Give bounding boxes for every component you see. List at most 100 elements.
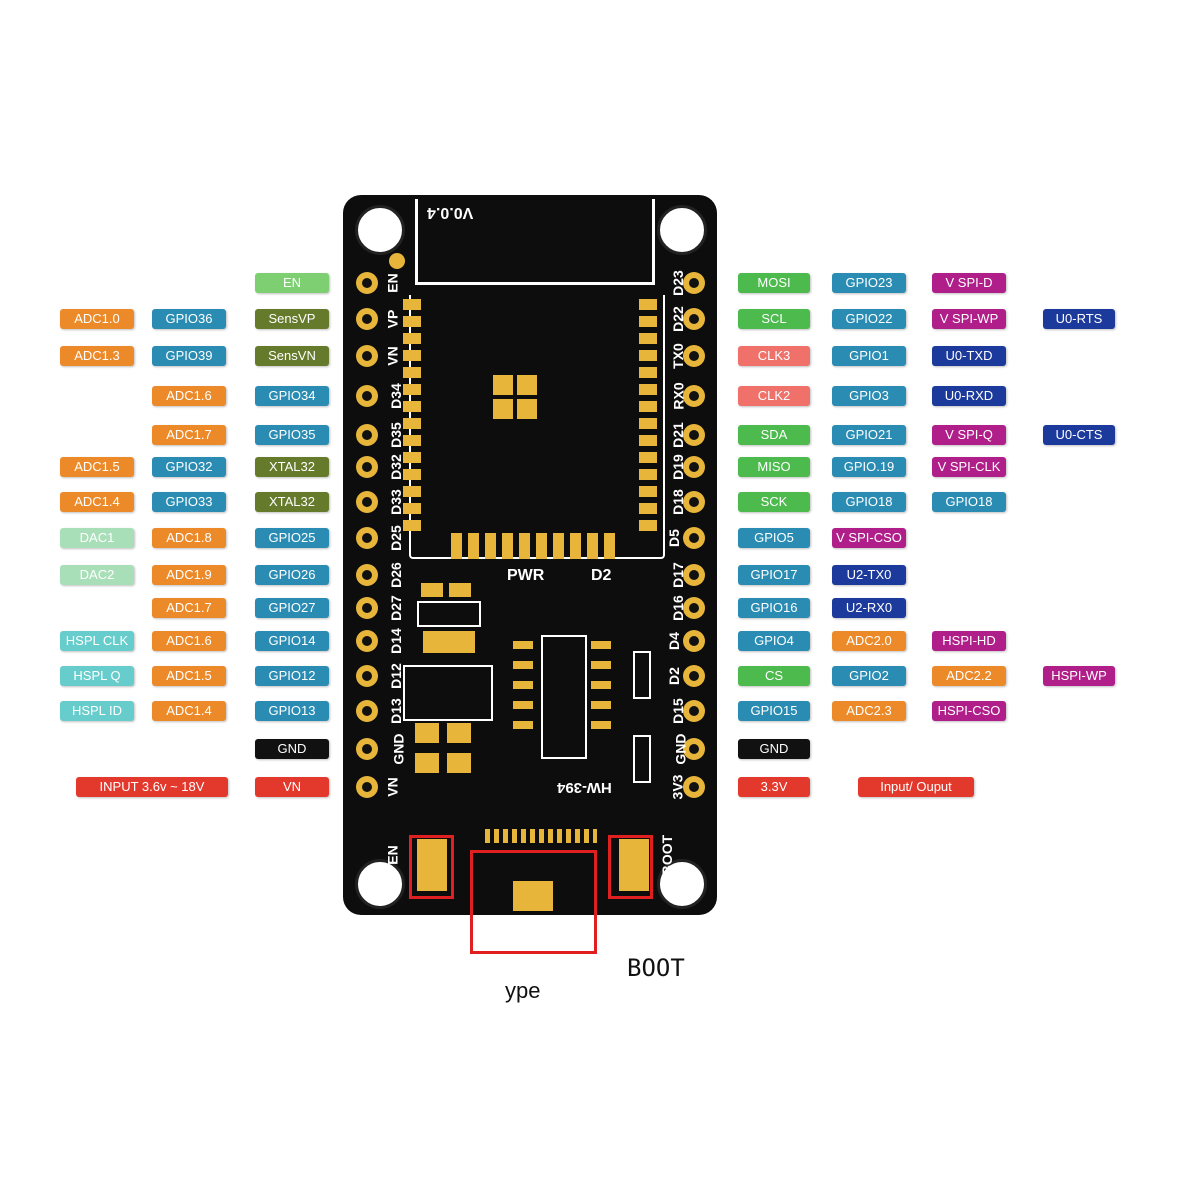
left-pin-label: SensVP: [255, 309, 329, 329]
right-pin-label: V SPI-Q: [932, 425, 1006, 445]
left-pin-label: ADC1.5: [60, 457, 134, 477]
left-pin-silk-label: VP: [384, 309, 401, 329]
right-header-pin: [683, 385, 705, 407]
left-pin-silk-label: EN: [384, 273, 401, 293]
module-castellation: [639, 333, 657, 344]
left-header-pin: [356, 665, 378, 687]
module-pad: [493, 375, 513, 395]
smd-component: [449, 583, 471, 597]
chip-pin: [591, 661, 611, 669]
en-button[interactable]: [417, 839, 447, 891]
right-pin-label: MISO: [738, 457, 810, 477]
smd-component-outline: [417, 601, 481, 627]
usb-shield-pad: [513, 881, 553, 911]
module-castellation: [403, 401, 421, 412]
smd-component: [447, 723, 471, 743]
module-castellation: [403, 520, 421, 531]
right-header-pin: [683, 597, 705, 619]
module-castellation: [403, 418, 421, 429]
left-pin-label: GPIO35: [255, 425, 329, 445]
chip-pin: [513, 641, 533, 649]
right-pin-label: GPIO21: [832, 425, 906, 445]
module-castellation: [403, 486, 421, 497]
right-pin-label: MOSI: [738, 273, 810, 293]
right-header-pin: [683, 665, 705, 687]
right-pin-label: GPIO23: [832, 273, 906, 293]
right-pin-silk-label: D21: [669, 422, 686, 448]
chip-pin: [513, 681, 533, 689]
left-pin-silk-label: D25: [387, 525, 404, 551]
mount-hole-top-right: [657, 205, 707, 255]
module-castellation: [403, 469, 421, 480]
right-pin-label: SCK: [738, 492, 810, 512]
right-pin-silk-label: D22: [669, 306, 686, 332]
right-pin-label: U0-RXD: [932, 386, 1006, 406]
left-pin-label: GPIO12: [255, 666, 329, 686]
module-pad: [517, 375, 537, 395]
module-castellation: [553, 533, 564, 559]
mount-hole-bottom-right: [657, 859, 707, 909]
left-pin-label: GPIO27: [255, 598, 329, 618]
left-header-pin: [356, 738, 378, 760]
en-button-label: EN: [384, 845, 401, 865]
module-castellation: [451, 533, 462, 559]
right-header-pin: [683, 776, 705, 798]
left-header-pin: [356, 597, 378, 619]
en-button-highlight: [409, 835, 454, 899]
left-pin-label: HSPL ID: [60, 701, 134, 721]
right-pin-label: V SPI-CSO: [832, 528, 906, 548]
left-pin-silk-label: D13: [387, 698, 404, 724]
module-castellation: [639, 469, 657, 480]
right-pin-silk-label: D17: [669, 562, 686, 588]
pwr-led-label: PWR: [507, 567, 545, 584]
left-pin-silk-label: D26: [387, 562, 404, 588]
module-castellation: [403, 299, 421, 310]
left-pin-label: ADC1.6: [152, 386, 226, 406]
left-pin-label: ADC1.9: [152, 565, 226, 585]
right-pin-label: U2-TX0: [832, 565, 906, 585]
right-header-pin: [683, 564, 705, 586]
esp32-module-outline: [409, 295, 665, 559]
left-pin-label: XTAL32: [255, 492, 329, 512]
right-pin-label: GPIO17: [738, 565, 810, 585]
left-header-pin: [356, 630, 378, 652]
smd-component-outline: [633, 735, 651, 783]
module-castellation: [639, 316, 657, 327]
module-castellation: [639, 503, 657, 514]
left-header-pin: [356, 272, 378, 294]
right-pin-label: GND: [738, 739, 810, 759]
left-header-pin: [356, 776, 378, 798]
module-castellation: [587, 533, 598, 559]
left-pin-silk-label: D33: [387, 489, 404, 515]
right-pin-label: GPIO16: [738, 598, 810, 618]
boot-button[interactable]: [619, 839, 649, 891]
usb-caption: ype: [505, 978, 541, 1003]
left-pin-label: GPIO36: [152, 309, 226, 329]
right-pin-label: U0-CTS: [1043, 425, 1115, 445]
smd-component: [447, 753, 471, 773]
smd-component-outline: [633, 651, 651, 699]
left-pin-silk-label: D27: [387, 595, 404, 621]
module-castellation: [536, 533, 547, 559]
left-header-pin: [356, 456, 378, 478]
left-pin-label: ADC1.3: [60, 346, 134, 366]
regulator-outline: [403, 665, 493, 721]
left-pin-label: GPIO39: [152, 346, 226, 366]
version-label: V0.0.4: [427, 204, 474, 221]
mount-hole-top-left: [355, 205, 405, 255]
chip-pin: [591, 641, 611, 649]
module-castellation: [403, 452, 421, 463]
usb-port-highlight: [470, 850, 597, 954]
boot-button-label: BOOT: [659, 834, 676, 876]
right-pin-silk-label: D19: [669, 454, 686, 480]
boot-button-highlight: [608, 835, 653, 899]
left-pin-label: ADC1.4: [60, 492, 134, 512]
left-header-pin: [356, 700, 378, 722]
module-castellation: [485, 533, 496, 559]
right-pin-label: GPIO15: [738, 701, 810, 721]
module-pad: [493, 399, 513, 419]
left-pin-silk-label: D12: [387, 663, 404, 689]
module-castellation: [468, 533, 479, 559]
left-header-pin: [356, 564, 378, 586]
right-pin-label: HSPI-WP: [1043, 666, 1115, 686]
